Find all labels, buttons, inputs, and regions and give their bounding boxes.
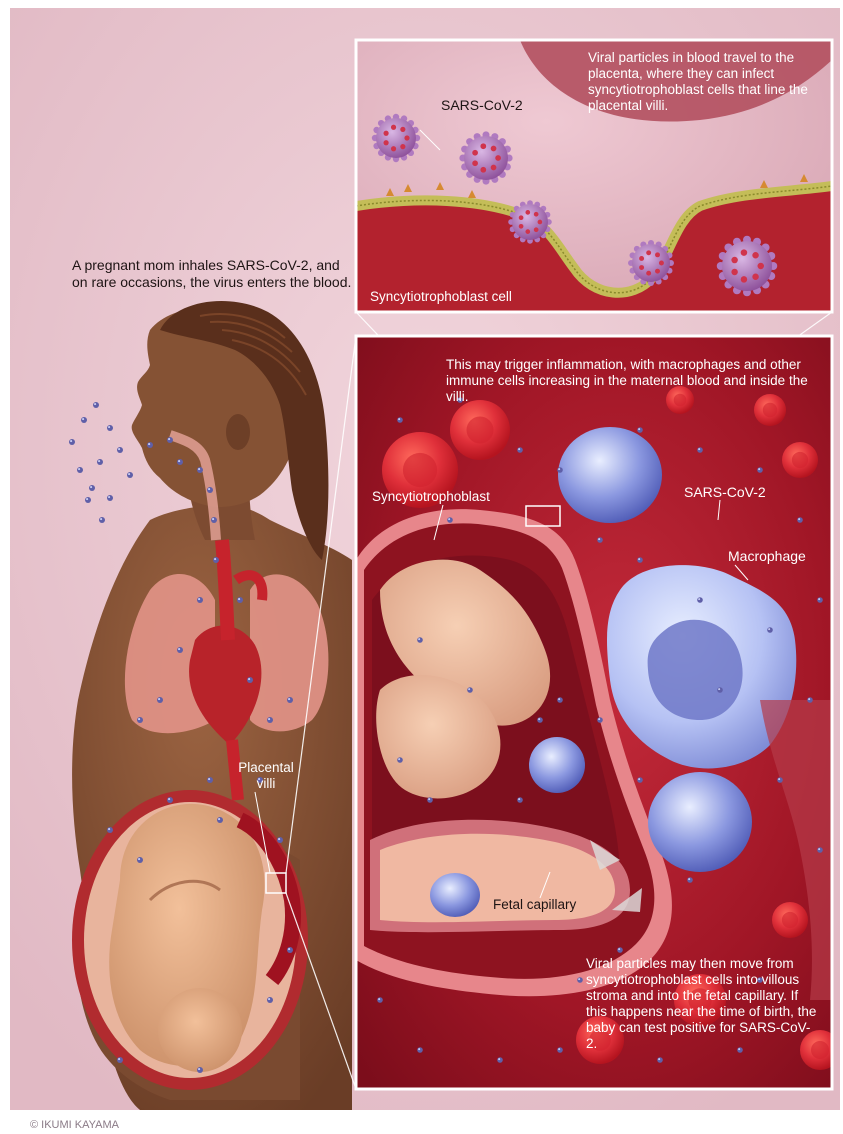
virus-dot [417,637,423,643]
virus-dot [137,717,143,723]
virus-dot [697,447,703,453]
virus-dot [497,1057,503,1063]
virus-dot [197,467,203,473]
virus-dot [99,517,105,523]
virus-dot [807,697,813,703]
virus-dot [85,497,91,503]
virus-dot [517,447,523,453]
virus-dot [277,837,283,843]
virus-dot [147,442,153,448]
virus-dot [137,857,143,863]
virus-dot [69,439,75,445]
virus-dot [267,997,273,1003]
virus-dot [597,537,603,543]
fetal-capillary-label: Fetal capillary [493,896,576,913]
virus-dot [687,877,693,883]
copyright-credit: © IKUMI KAYAMA [30,1117,119,1134]
top-panel-note: Viral particles in blood travel to the p… [588,50,828,114]
virus-dot [167,437,173,443]
virus-dot [637,557,643,563]
virus-dot [467,687,473,693]
top-virus-label: SARS-CoV-2 [441,97,523,114]
virus-dot [93,402,99,408]
virus-dot [447,517,453,523]
virus-dot [97,459,103,465]
virus-particle [459,131,512,184]
virus-dot [237,597,243,603]
virus-dot [77,467,83,473]
virus-dot [397,757,403,763]
virus-dot [107,827,113,833]
virus-dot [817,847,823,853]
virus-dot [217,817,223,823]
virus-dot [537,717,543,723]
syncytiotrophoblast-cell-label: Syncytiotrophoblast cell [370,288,512,305]
virus-dot [157,697,163,703]
virus-dot [557,1047,563,1053]
syncytiotrophoblast-label: Syncytiotrophoblast [372,488,490,505]
virus-dot [717,687,723,693]
virus-dot [767,627,773,633]
virus-dot [211,517,217,523]
virus-dot [247,677,253,683]
virus-dot [207,487,213,493]
virus-dot [817,597,823,603]
virus-dot [377,997,383,1003]
virus-dot [89,485,95,491]
placental-villi-label: Placental villi [231,760,301,792]
virus-dot [287,697,293,703]
virus-particle [508,200,552,244]
virus-dot [557,697,563,703]
virus-dot [757,467,763,473]
middle-panel-note: This may trigger inflammation, with macr… [446,357,816,405]
virus-dot [617,947,623,953]
virus-dot [107,495,113,501]
virus-dot [267,717,273,723]
virus-dot [287,947,293,953]
middle-virus-label: SARS-CoV-2 [684,484,766,501]
virus-dot [797,517,803,523]
virus-dot [107,425,113,431]
macrophage-label: Macrophage [728,548,806,565]
virus-particle [372,114,420,162]
bottom-panel-note: Viral particles may then move from syncy… [586,956,821,1052]
virus-particle [717,236,778,297]
virus-dot [197,597,203,603]
virus-dot [417,1047,423,1053]
virus-dot [577,977,583,983]
virus-particle [628,240,674,286]
virus-dot [517,797,523,803]
virus-dot [597,717,603,723]
virus-dot [557,467,563,473]
virus-dot [207,777,213,783]
virus-dot [697,597,703,603]
virus-dot [657,1057,663,1063]
virus-dot [637,427,643,433]
virus-dot [197,1067,203,1073]
virus-dot [167,797,173,803]
virus-dot [427,797,433,803]
virus-dot [177,647,183,653]
virus-dot [777,777,783,783]
virus-dot [117,1057,123,1063]
virus-dot [177,459,183,465]
intro-caption: A pregnant mom inhales SARS-CoV-2, and o… [72,257,352,291]
virus-dot [637,777,643,783]
virus-dot [213,557,219,563]
virus-dot [117,447,123,453]
virus-dot [127,472,133,478]
virus-dot [397,417,403,423]
virus-dot [81,417,87,423]
